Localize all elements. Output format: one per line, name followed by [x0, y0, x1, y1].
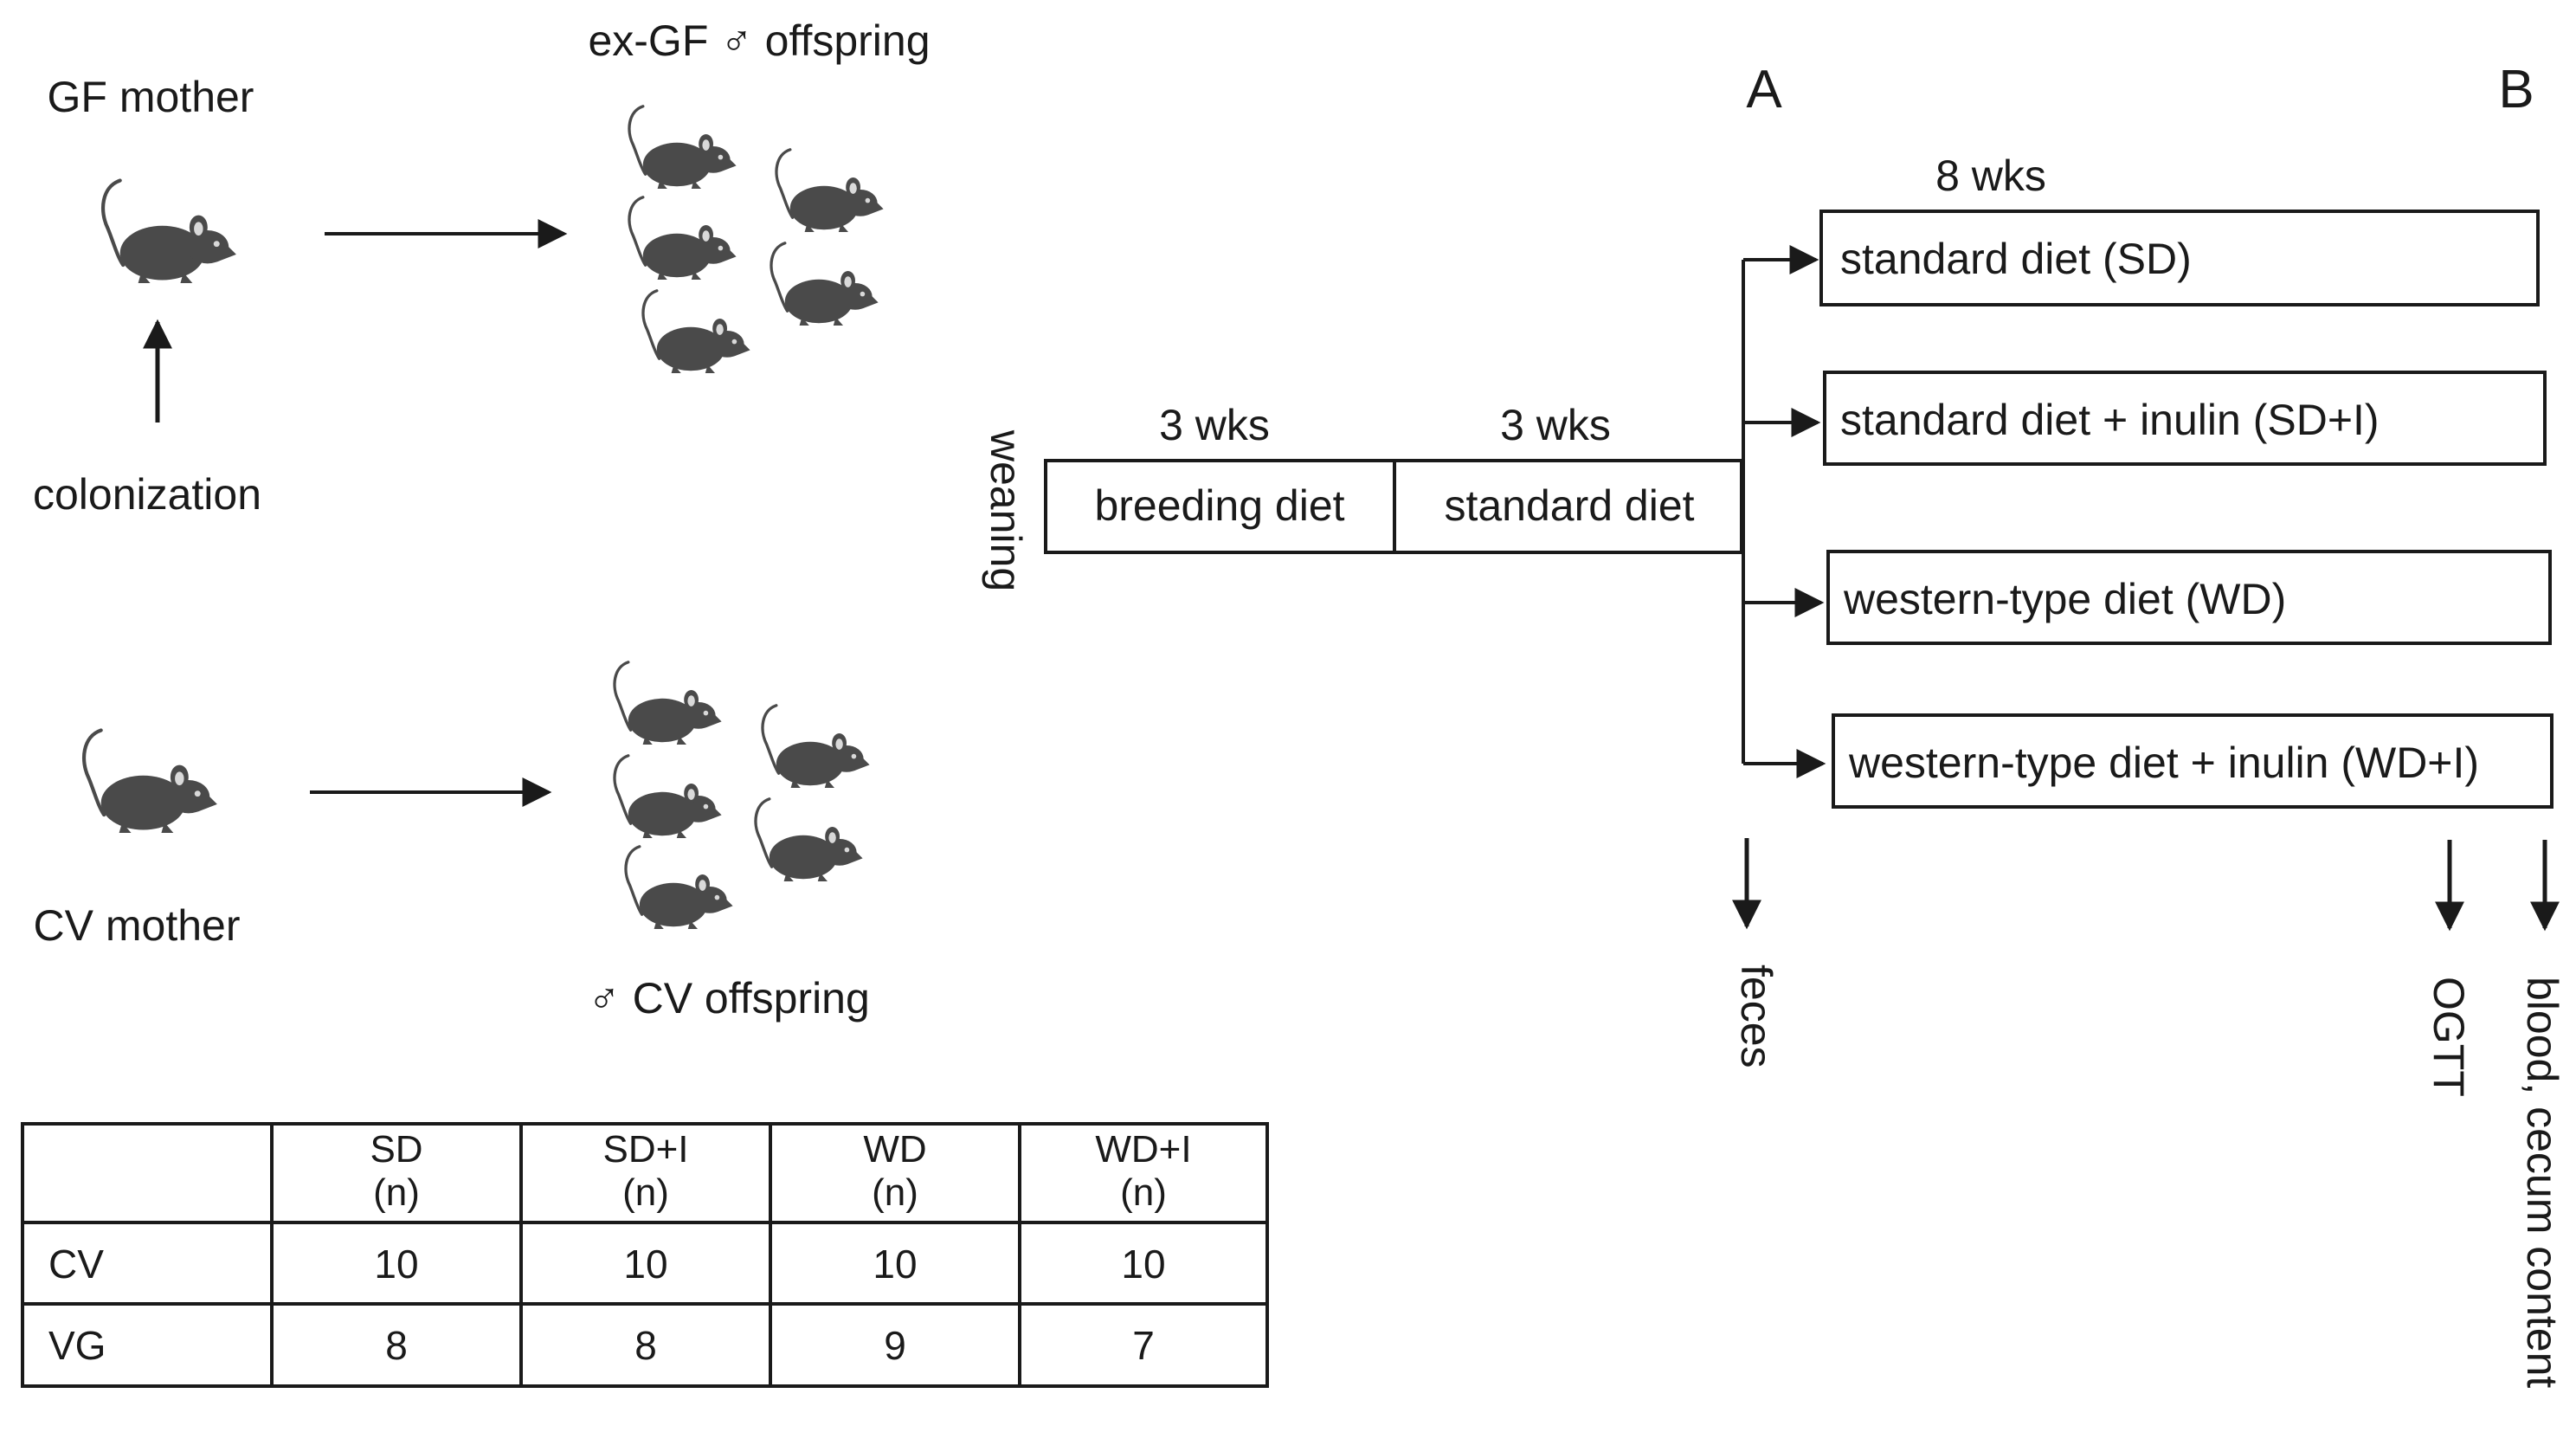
table-header-sdi: SD+I — [602, 1128, 688, 1171]
diet-label-sdi: standard diet + inulin (SD+I) — [1840, 396, 2380, 444]
mouse-icon — [770, 242, 880, 327]
table-row: VG 8 8 9 7 — [48, 1323, 1155, 1368]
table-header-wd-unit: (n) — [872, 1171, 918, 1214]
mouse-icon — [624, 845, 735, 931]
gf-mother-label: GF mother — [48, 73, 254, 121]
breeding-diet-label: breeding diet — [1094, 481, 1344, 530]
marker-b: B — [2498, 60, 2534, 119]
table-cell: 8 — [385, 1323, 408, 1368]
intervention-duration: 8 wks — [1935, 152, 2046, 200]
table-cell: 9 — [884, 1323, 906, 1368]
table-header-wdi-unit: (n) — [1120, 1171, 1167, 1214]
diet-box-sdi — [1823, 371, 2547, 466]
standard-diet-label: standard diet — [1444, 481, 1694, 530]
ogtt-label: OGTT — [2425, 977, 2473, 1097]
group-size-table — [21, 1122, 1269, 1388]
table-header-sd: SD — [370, 1128, 422, 1171]
blood-cecum-label: blood, cecum content — [2518, 977, 2566, 1388]
table-cell: 7 — [1132, 1323, 1155, 1368]
cv-mother-label: CV mother — [34, 901, 241, 950]
table-header-wd: WD — [863, 1128, 926, 1171]
mouse-icon — [761, 704, 872, 790]
exgf-offspring-label: ex-GF ♂ offspring — [588, 16, 930, 65]
mouse-icon — [775, 148, 886, 234]
mouse-icon — [84, 730, 217, 833]
table-header-sdi-unit: (n) — [622, 1171, 669, 1214]
diet-box-sd — [1819, 210, 2540, 306]
table-cell: 10 — [873, 1242, 917, 1287]
period1-duration: 3 wks — [1159, 401, 1270, 449]
diet-label-sd: standard diet (SD) — [1840, 235, 2192, 283]
mouse-icon — [641, 289, 752, 375]
mouse-icon — [103, 180, 236, 283]
marker-a: A — [1746, 60, 1782, 119]
table-header: SD (n) SD+I (n) WD (n) WD+I (n) — [370, 1128, 1191, 1214]
table-header-sd-unit: (n) — [373, 1171, 420, 1214]
table-cell: 8 — [634, 1323, 657, 1368]
table-row-label: VG — [48, 1323, 106, 1368]
table-header-wdi: WD+I — [1095, 1128, 1191, 1171]
table-row-label: CV — [48, 1242, 104, 1287]
table-cell: 10 — [1121, 1242, 1165, 1287]
period2-duration: 3 wks — [1500, 401, 1611, 449]
feces-label: feces — [1732, 964, 1781, 1068]
mouse-icon — [613, 661, 724, 746]
diet-box-wd — [1826, 550, 2552, 645]
mouse-icon — [628, 196, 738, 281]
table-cell: 10 — [374, 1242, 418, 1287]
diet-branch-connector — [1742, 260, 1745, 764]
table-row: CV 10 10 10 10 — [48, 1242, 1166, 1287]
colonization-label: colonization — [33, 470, 261, 519]
mouse-icon — [613, 754, 724, 840]
diet-label-wdi: western-type diet + inulin (WD+I) — [1848, 739, 2479, 787]
mouse-icon — [754, 797, 865, 883]
weaning-label: weaning — [982, 429, 1030, 591]
table-cell: 10 — [623, 1242, 667, 1287]
cv-offspring-label: ♂ CV offspring — [588, 974, 870, 1022]
diet-box-wdi — [1832, 713, 2553, 809]
diet-label-wd: western-type diet (WD) — [1843, 575, 2286, 623]
mouse-icon — [628, 105, 738, 190]
